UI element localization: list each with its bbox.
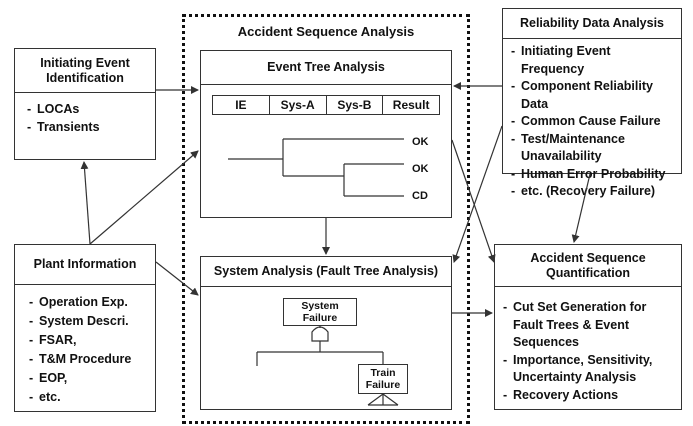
flow-arrows <box>80 82 591 317</box>
list-item: Transients <box>27 119 100 137</box>
accident-sequence-boundary <box>182 14 470 424</box>
list-item: Initiating Event Frequency <box>511 43 677 78</box>
initiating-event-list: LOCAs Transients <box>27 101 100 136</box>
plant-information-box: Plant Information Operation Exp. System … <box>14 244 156 412</box>
quantification-box: Accident Sequence Quantification Cut Set… <box>494 244 682 410</box>
quantification-title: Accident Sequence Quantification <box>495 245 681 287</box>
list-item: etc. (Recovery Failure) <box>511 183 677 201</box>
quantification-list: Cut Set Generation for Fault Trees & Eve… <box>503 299 675 404</box>
list-item: Importance, Sensitivity, Uncertainty Ana… <box>503 352 675 387</box>
reliability-data-box: Reliability Data Analysis Initiating Eve… <box>502 8 682 200</box>
list-item: FSAR, <box>29 331 131 350</box>
event-tree-title: Event Tree Analysis <box>201 51 451 85</box>
list-item: Recovery Actions <box>503 387 675 405</box>
reliability-data-list: Initiating Event Frequency Component Rel… <box>511 43 677 201</box>
list-item: EOP, <box>29 369 131 388</box>
initiating-event-title: Initiating Event Identification <box>15 49 155 93</box>
list-item: Common Cause Failure <box>511 113 677 131</box>
outcome-ok-2: OK <box>412 163 429 175</box>
column-header-sys-b: Sys-B <box>325 96 383 114</box>
event-tree-header-table: IE Sys-A Sys-B Result <box>212 95 440 115</box>
list-item: Human Error Probability <box>511 166 677 184</box>
train-failure-event: Train Failure <box>358 364 408 394</box>
system-failure-event: System Failure <box>283 298 357 326</box>
list-item: Cut Set Generation for Fault Trees & Eve… <box>503 299 675 352</box>
column-header-sys-a: Sys-A <box>268 96 326 114</box>
list-item: LOCAs <box>27 101 100 119</box>
outcome-cd: CD <box>412 190 428 202</box>
list-item: Test/Maintenance Unavailability <box>511 131 651 166</box>
plant-information-title: Plant Information <box>15 245 155 285</box>
list-item: Operation Exp. <box>29 293 131 312</box>
fault-tree-lines <box>256 326 399 406</box>
event-tree-box: Event Tree Analysis IE Sys-A Sys-B Resul… <box>200 50 452 218</box>
event-tree-branches <box>228 138 404 197</box>
column-header-result: Result <box>382 96 439 114</box>
plant-information-list: Operation Exp. System Descri. FSAR, T&M … <box>29 293 131 407</box>
list-item: T&M Procedure <box>29 350 131 369</box>
list-item: System Descri. <box>29 312 131 331</box>
accident-sequence-title: Accident Sequence Analysis <box>237 24 415 39</box>
outcome-ok-1: OK <box>412 136 429 148</box>
system-analysis-title: System Analysis (Fault Tree Analysis) <box>201 257 451 287</box>
reliability-data-title: Reliability Data Analysis <box>503 9 681 39</box>
column-header-ie: IE <box>235 98 247 112</box>
list-item: etc. <box>29 388 131 407</box>
initiating-event-box: Initiating Event Identification LOCAs Tr… <box>14 48 156 160</box>
list-item: Component Reliability Data <box>511 78 677 113</box>
